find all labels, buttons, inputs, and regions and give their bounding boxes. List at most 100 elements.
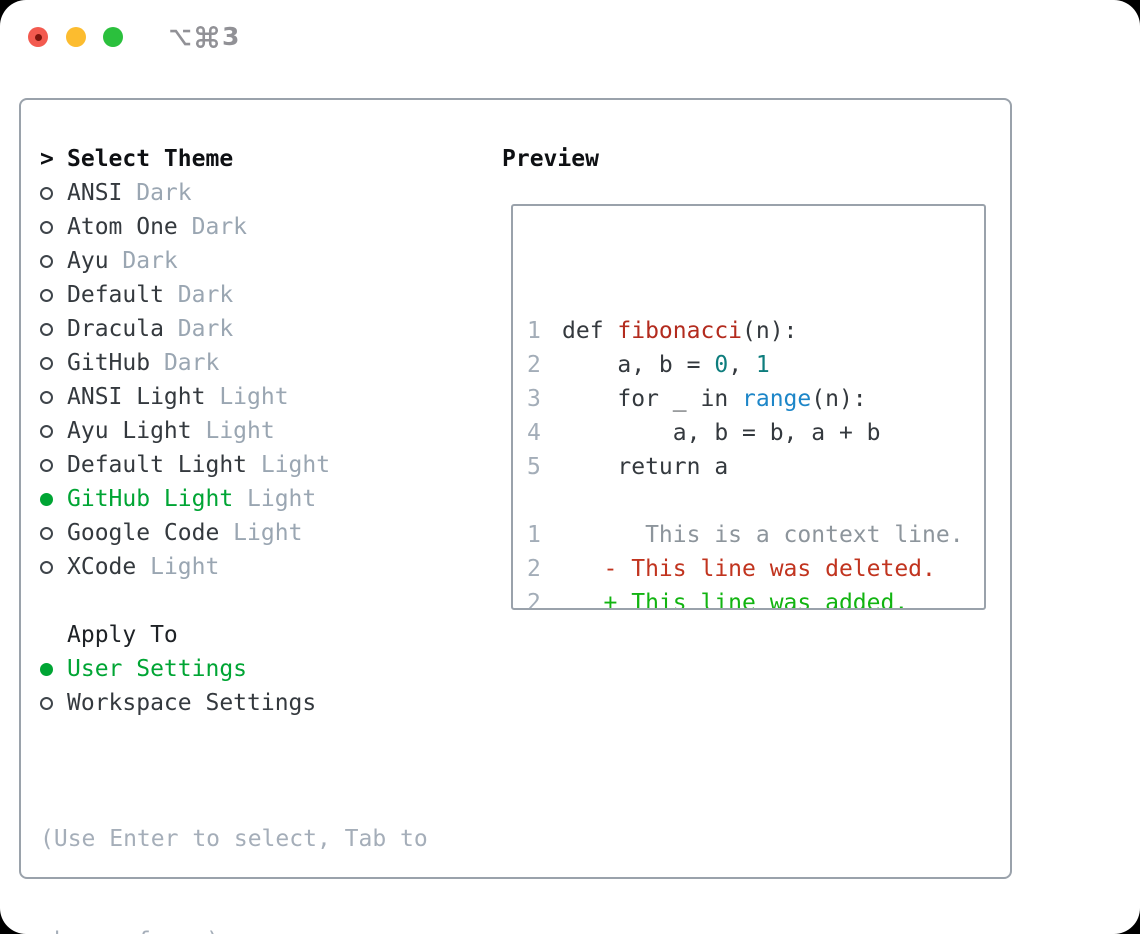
code-token: 0 — [714, 352, 729, 378]
diff-text: This is a context line. — [562, 522, 964, 548]
minimize-button[interactable] — [66, 27, 86, 47]
theme-option[interactable]: XCode Light — [40, 550, 480, 584]
diff-line: 1 This is a context line. — [527, 518, 984, 552]
theme-option[interactable]: Ayu Light Light — [40, 414, 480, 448]
theme-option[interactable]: Ayu Dark — [40, 244, 480, 278]
selected-radio-icon — [40, 662, 53, 676]
theme-option[interactable]: Default Light Light — [40, 448, 480, 482]
code-token: for _ in — [562, 386, 743, 412]
radio-icon — [40, 322, 53, 336]
diff-line: 2 + This line was added. — [527, 586, 984, 610]
code-token: , — [728, 352, 756, 378]
option-label: ANSI Light — [67, 384, 206, 410]
cursor-arrow-icon: > — [40, 146, 54, 172]
option-label: Atom One — [67, 214, 178, 240]
line-number: 2 — [527, 352, 541, 378]
line-number: 1 — [527, 318, 541, 344]
theme-option[interactable]: ANSI Light Light — [40, 380, 480, 414]
apply-to-option[interactable]: User Settings — [40, 652, 480, 686]
close-button-dot-icon — [34, 33, 42, 41]
option-variant: Dark — [122, 180, 192, 206]
radio-icon — [40, 356, 53, 370]
code-token: def — [562, 318, 618, 344]
option-variant: Dark — [150, 350, 220, 376]
option-variant: Dark — [108, 248, 178, 274]
option-variant: Light — [205, 384, 289, 410]
option-label: Workspace Settings — [67, 690, 317, 716]
theme-option[interactable]: GitHub Light Light — [40, 482, 480, 516]
selected-radio-icon — [40, 492, 53, 506]
keyboard-hint: (Use Enter to select, Tab to change focu… — [40, 754, 480, 934]
option-label: Default — [67, 282, 164, 308]
command-key-icon — [195, 25, 219, 49]
diff-line: 2 - This line was deleted. — [527, 552, 984, 586]
select-theme-title: Select Theme — [67, 146, 234, 172]
option-variant: Light — [247, 452, 331, 478]
option-label: Google Code — [67, 520, 220, 546]
shortcut-number: 3 — [222, 22, 240, 51]
code-line: 2 a, b = 0, 1 — [527, 348, 984, 382]
code-token: range — [742, 386, 812, 412]
apply-to-option[interactable]: Workspace Settings — [40, 686, 480, 720]
apply-to-header: Apply To — [40, 618, 480, 652]
apply-to-title: Apply To — [67, 622, 178, 648]
line-number: 3 — [527, 386, 541, 412]
radio-icon — [40, 288, 53, 302]
option-variant: Light — [233, 486, 317, 512]
option-label: Dracula — [67, 316, 164, 342]
option-label: XCode — [67, 554, 137, 580]
line-number: 5 — [527, 454, 541, 480]
radio-icon — [40, 186, 53, 200]
line-number: 1 — [527, 522, 541, 548]
diff-text: - This line was deleted. — [562, 556, 936, 582]
window-shortcut: 3 — [167, 22, 239, 52]
radio-icon — [40, 696, 53, 710]
option-label: Ayu — [67, 248, 109, 274]
option-label: ANSI — [67, 180, 123, 206]
option-label: GitHub — [67, 350, 151, 376]
option-label: Default Light — [67, 452, 248, 478]
code-line: 5 return a — [527, 450, 984, 484]
option-variant: Light — [191, 418, 275, 444]
option-variant: Light — [219, 520, 303, 546]
diff-text: + This line was added. — [562, 590, 909, 610]
radio-icon — [40, 254, 53, 268]
code-token: a, b = — [562, 352, 715, 378]
option-variant: Dark — [163, 282, 234, 308]
theme-option[interactable]: ANSI Dark — [40, 176, 480, 210]
select-theme-header: > Select Theme — [40, 142, 480, 176]
theme-option[interactable]: GitHub Dark — [40, 346, 480, 380]
option-variant: Dark — [177, 214, 248, 240]
code-token: return a — [562, 454, 729, 480]
theme-option[interactable]: Dracula Dark — [40, 312, 480, 346]
blank-line — [527, 484, 984, 518]
radio-icon — [40, 560, 53, 574]
radio-icon — [40, 526, 53, 540]
option-label: GitHub Light — [67, 486, 234, 512]
theme-option[interactable]: Google Code Light — [40, 516, 480, 550]
keyboard-hint-line2: change focus) — [40, 924, 480, 934]
maximize-button[interactable] — [103, 27, 123, 47]
line-number: 2 — [527, 556, 541, 582]
code-line: 4 a, b = b, a + b — [527, 416, 984, 450]
code-token: fibonacci — [617, 318, 743, 344]
theme-option[interactable]: Default Dark — [40, 278, 480, 312]
line-number: 4 — [527, 420, 541, 446]
close-button[interactable] — [28, 27, 48, 47]
option-variant: Dark — [163, 316, 234, 342]
radio-icon — [40, 458, 53, 472]
radio-icon — [40, 220, 53, 234]
theme-option[interactable]: Atom One Dark — [40, 210, 480, 244]
code-token: a, b = b, a + b — [562, 420, 881, 446]
code-token: 1 — [755, 352, 770, 378]
line-number: 2 — [527, 590, 541, 610]
title-bar: 3 — [0, 0, 1140, 74]
